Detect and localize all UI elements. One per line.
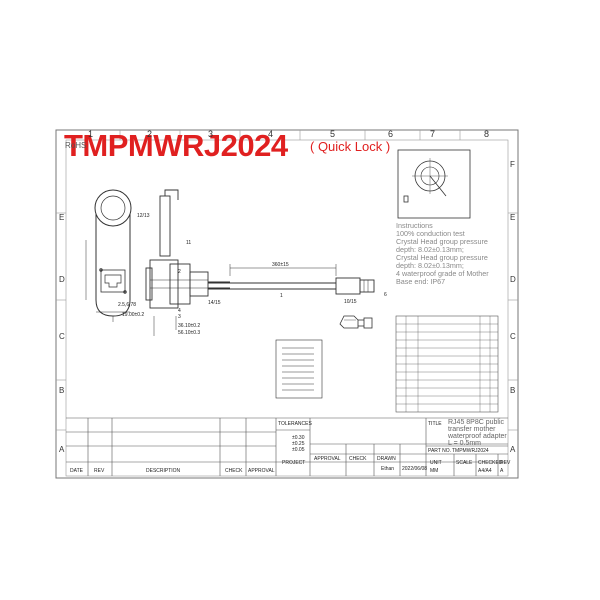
row-left-c: C (59, 332, 65, 341)
rev-col-approval: APPROVAL (248, 468, 275, 474)
row-right-f: F (510, 160, 515, 169)
drawn-label: DRAWN (377, 456, 396, 462)
date-value: 2022/06/08 (402, 466, 428, 472)
panel-mount-side-view (145, 189, 230, 336)
row-right-c: C (510, 332, 516, 341)
tolerance-row: ±0.30 (292, 435, 305, 441)
callout-3: 3 (178, 314, 181, 320)
section-view (397, 149, 471, 219)
check-label: CHECK (349, 456, 367, 462)
callout-14-15: 14/15 (208, 300, 221, 306)
unit-value: MM (430, 468, 439, 474)
checked-value: A4/A4 (478, 468, 492, 474)
col-6: 6 (388, 129, 394, 139)
callout-2: 2 (178, 269, 181, 275)
instructions-heading: Instructions (396, 221, 433, 230)
cable (208, 264, 375, 295)
dim-36: 36.10±0.2 (178, 323, 201, 329)
title-label: TITLE (428, 421, 442, 427)
col-4: 4 (268, 129, 274, 139)
part-no-label: PART NO. (428, 448, 452, 454)
title-block-grid (66, 417, 508, 476)
row-right-e: E (510, 213, 516, 222)
col-2: 2 (147, 129, 153, 139)
tolerance-row: ±0.05 (292, 447, 305, 453)
bom-table (395, 315, 499, 413)
rev-label: REV (500, 460, 511, 466)
instructions-line: 100% conduction test (396, 229, 465, 238)
row-right-d: D (510, 275, 516, 284)
dim-56: 56.10±0.3 (178, 330, 201, 336)
rev-col-rev: REV (94, 468, 105, 474)
rev-value: A (500, 468, 504, 474)
row-left-a: A (59, 445, 65, 454)
col-3: 3 (208, 129, 214, 139)
col-8: 8 (484, 129, 490, 139)
approval-label: APPROVAL (314, 456, 341, 462)
product-subtitle: ( Quick Lock ) (310, 139, 391, 154)
dim-2-5: 2.5,6,78 (118, 302, 137, 308)
instructions-line: 4 waterproof grade of Mother Base end: I… (396, 269, 489, 286)
col-5: 5 (330, 129, 336, 139)
rj45-plug (339, 315, 373, 329)
rev-col-description: DESCRIPTION (146, 468, 181, 474)
row-right-a: A (510, 445, 516, 454)
rev-col-date: DATE (70, 468, 83, 474)
callout-4: 4 (178, 308, 181, 314)
pinout-table (275, 339, 323, 399)
drawn-value: Ethan (381, 466, 395, 472)
project-label: PROJECT (282, 460, 306, 466)
row-left-d: D (59, 275, 65, 284)
col-1: 1 (88, 129, 94, 139)
scale-label: SCALE (456, 460, 473, 466)
row-left-e: E (59, 213, 65, 222)
instructions-block: Instructions 100% conduction test Crysta… (396, 222, 502, 286)
checked-label: CHECKED (478, 460, 503, 466)
dim-360: 360±15 (272, 262, 289, 268)
callout-11: 11 (186, 240, 192, 246)
unit-label: UNIT (430, 460, 442, 466)
callout-12-13: 12/13 (137, 213, 150, 219)
dim-19: 19.00±0.2 (122, 312, 145, 318)
col-7: 7 (430, 129, 436, 139)
rev-col-check: CHECK (225, 468, 243, 474)
product-title: TMPMWRJ2024 (64, 128, 288, 163)
tolerances-label: TOLERANCES (278, 421, 312, 427)
title-value: RJ45 8P8C public transfer mother waterpr… (448, 419, 507, 447)
part-no-value: TMPMWRJ2024 (452, 448, 489, 454)
instructions-line: Crystal Head group pressure depth: 8.02±… (396, 237, 488, 254)
connector-cap (85, 189, 132, 322)
tolerance-row: ±0.25 (292, 441, 305, 447)
instructions-line: Crystal Head group pressure depth: 8.02±… (396, 253, 488, 270)
rohs-mark: RoHS (65, 141, 87, 150)
row-right-b: B (510, 386, 516, 395)
callout-6: 6 (384, 292, 387, 298)
row-left-b: B (59, 386, 65, 395)
callout-10-15: 10/15 (344, 299, 357, 305)
callout-1: 1 (280, 293, 283, 299)
